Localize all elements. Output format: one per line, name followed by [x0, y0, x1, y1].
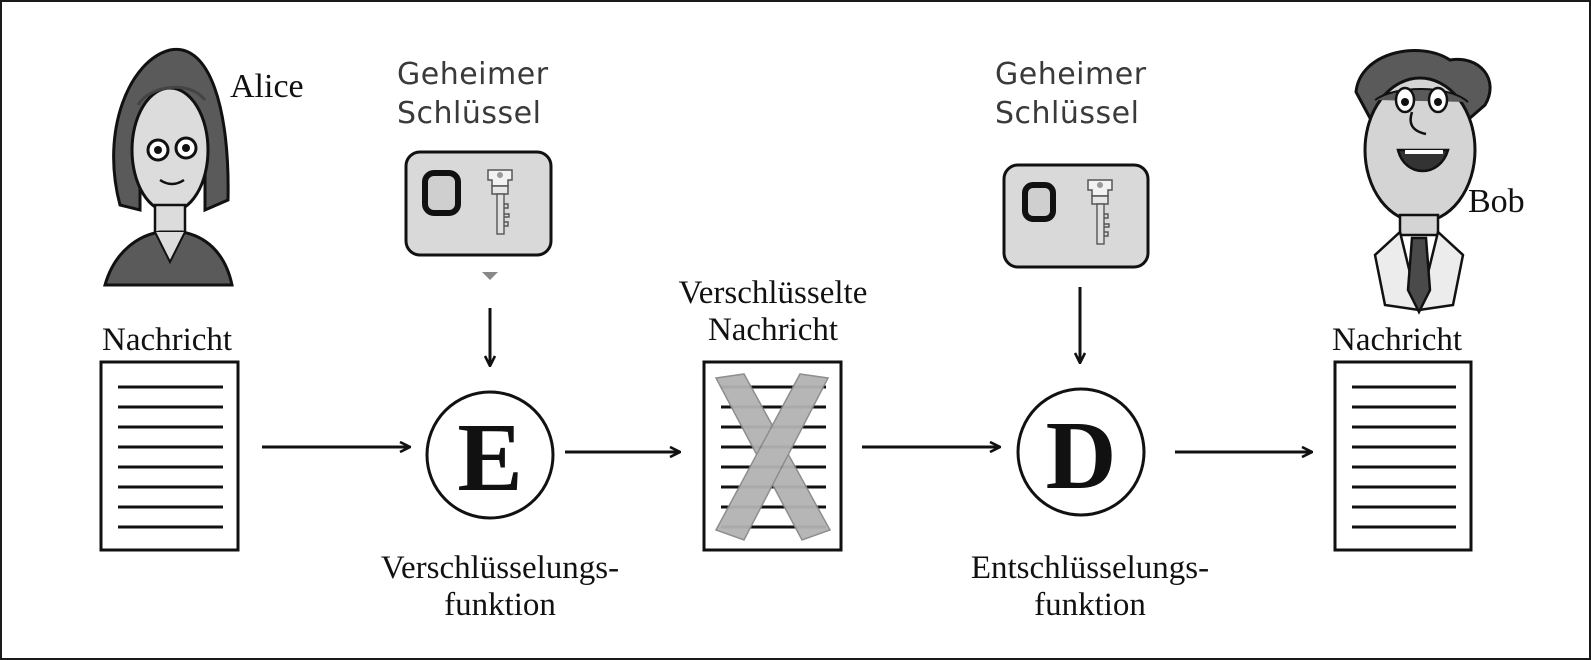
left-key-label-line2: Schlüssel	[397, 96, 541, 131]
decrypt-label-line1: Entschlüsselungs-	[971, 550, 1209, 586]
right-message-document	[1333, 360, 1473, 552]
right-key-label-line2: Schlüssel	[995, 96, 1139, 131]
encrypt-label-line1: Verschlüsselungs-	[381, 550, 619, 586]
ciphertext-document	[702, 360, 843, 552]
left-key-card	[404, 150, 553, 257]
encrypt-symbol: E	[457, 404, 522, 512]
encrypt-function-node	[425, 390, 555, 520]
right-message-label: Nachricht	[1332, 322, 1462, 358]
ciphertext-label-line2: Nachricht	[708, 312, 838, 348]
left-key-pointer	[482, 272, 498, 280]
decrypt-label-line2: funktion	[1034, 587, 1146, 623]
left-message-label: Nachricht	[102, 322, 232, 358]
decrypt-symbol: D	[1046, 402, 1117, 510]
alice-label: Alice	[230, 68, 304, 105]
left-key-label-line1: Geheimer	[397, 57, 549, 92]
ciphertext-label-line1: Verschlüsselte	[679, 275, 868, 311]
decrypt-function-node	[1016, 387, 1146, 517]
right-key-card	[1002, 163, 1150, 269]
encrypt-label-line2: funktion	[444, 587, 556, 623]
cross-out-mark	[714, 373, 832, 541]
right-key-label-line1: Geheimer	[995, 57, 1147, 92]
alice-figure	[103, 47, 234, 287]
bob-figure	[1354, 49, 1492, 315]
left-message-document	[99, 360, 240, 552]
bob-label: Bob	[1468, 183, 1525, 220]
